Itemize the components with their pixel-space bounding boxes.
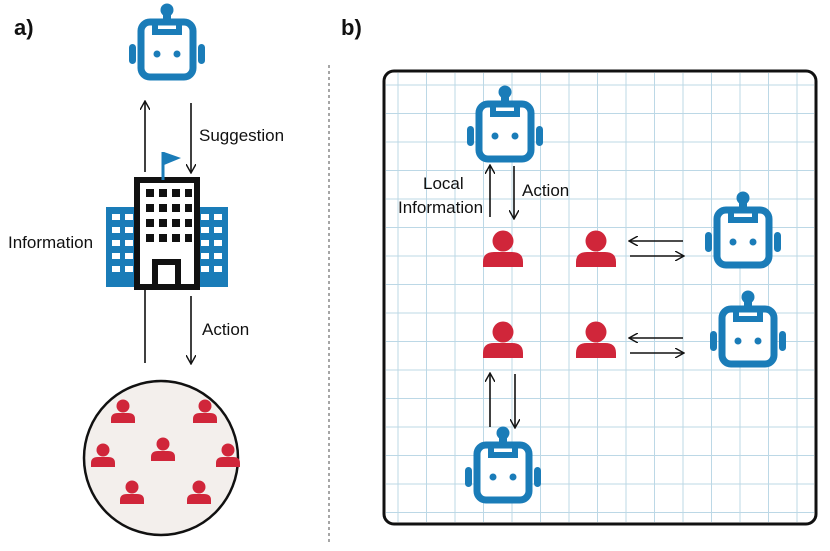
information-label: Information <box>8 233 93 252</box>
flag-icon <box>161 152 181 180</box>
panel-b-label: b) <box>341 15 362 40</box>
local-label: Local <box>423 174 464 193</box>
action-label: Action <box>202 320 249 339</box>
panel-a-label: a) <box>14 15 34 40</box>
suggestion-label: Suggestion <box>199 126 284 145</box>
information-label: Information <box>398 198 483 217</box>
building-icon <box>106 177 228 290</box>
robot-icon <box>129 4 205 78</box>
action-label: Action <box>522 181 569 200</box>
